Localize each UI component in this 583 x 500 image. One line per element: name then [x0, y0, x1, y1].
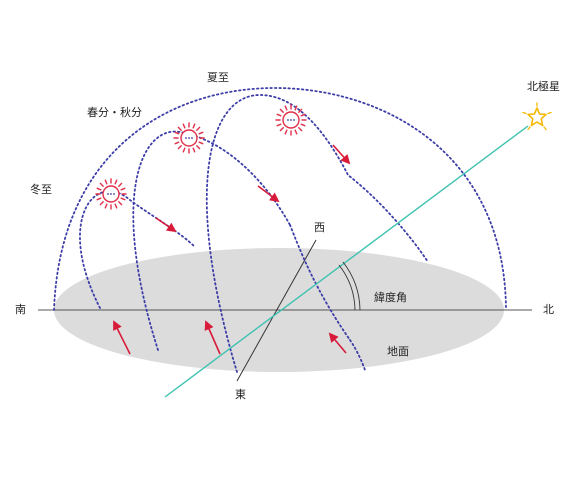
- east-west-line: [236, 239, 317, 382]
- polar-axis: [164, 125, 529, 398]
- latitude-angle-arc-inner: [338, 264, 356, 311]
- summer-solstice-path: [205, 94, 429, 373]
- arrow-summer-rise: [328, 332, 347, 354]
- latitude-angle-arc-outer: [342, 261, 361, 311]
- arrow-equinox-rise: [204, 320, 221, 355]
- equinox-path: [132, 130, 291, 351]
- label-west: 西: [314, 221, 325, 234]
- label-summer-solstice: 夏至: [207, 71, 229, 84]
- label-north: 北: [543, 303, 554, 316]
- arrow-summer-set: [332, 144, 351, 165]
- label-latitude-angle: 緯度角: [374, 291, 407, 304]
- equinox-path-lower: [289, 224, 351, 341]
- arrow-winter-rise: [113, 320, 131, 355]
- sun-icon: [173, 122, 205, 154]
- arrow-equinox-set: [257, 185, 280, 203]
- label-equinox: 春分・秋分: [87, 106, 142, 119]
- sun-icon: [275, 104, 307, 136]
- label-south: 南: [15, 303, 26, 316]
- star-icon: [522, 102, 552, 131]
- arrow-winter-set: [155, 217, 177, 233]
- celestial-dome: [53, 87, 507, 311]
- label-east: 東: [235, 388, 246, 401]
- sun-icon: [95, 178, 127, 210]
- label-polaris: 北極星: [527, 80, 560, 93]
- summer-path-lower: [349, 339, 366, 371]
- label-winter-solstice: 冬至: [30, 183, 52, 196]
- label-ground: 地面: [387, 345, 409, 358]
